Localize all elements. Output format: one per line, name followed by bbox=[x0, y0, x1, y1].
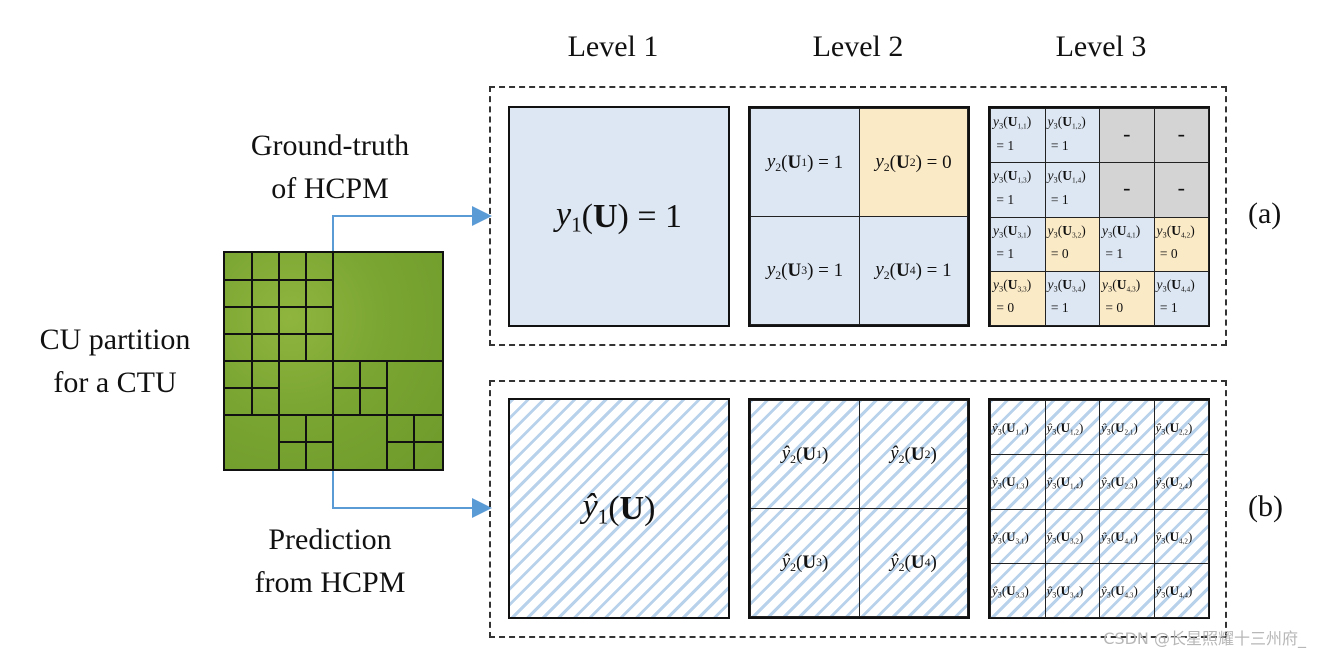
level-3-header: Level 3 bbox=[1055, 30, 1147, 63]
gt-level3-cell: y3(U1,1) = 1 bbox=[990, 108, 1046, 164]
watermark: CSDN @长星照耀十三州府_ bbox=[1103, 629, 1306, 648]
pred-level3-cell: ŷ3(U4,2) bbox=[1153, 508, 1209, 564]
gt-level3-cell: y3(U1,4) = 1 bbox=[1044, 162, 1100, 218]
gt-level3-cell: y3(U1,2) = 1 bbox=[1044, 108, 1100, 164]
pred-level3-cell: ŷ3(U3,2) bbox=[1044, 508, 1100, 564]
prediction-panel bbox=[489, 380, 1227, 638]
cu-partition-lines bbox=[225, 253, 442, 469]
gt-level3-cell: y3(U3,3) = 0 bbox=[990, 270, 1046, 326]
prediction-label: Prediction from HCPM bbox=[220, 518, 440, 604]
gt-level3-cell: y3(U1,3) = 1 bbox=[990, 162, 1046, 218]
pred-level3-cell: ŷ3(U1,2) bbox=[1044, 400, 1100, 456]
ground-truth-label-line1: Ground-truth bbox=[250, 129, 410, 162]
prediction-label-line1: Prediction bbox=[268, 523, 392, 556]
pred-level3-cell: ŷ3(U3,4) bbox=[1044, 562, 1100, 618]
gt-level3-cell-na: - bbox=[1099, 162, 1155, 218]
gt-level3-cell: y3(U4,2) = 0 bbox=[1153, 216, 1209, 272]
pred-level3-cell: ŷ3(U2,4) bbox=[1153, 454, 1209, 510]
ground-truth-panel bbox=[489, 86, 1227, 346]
ground-truth-label-line2: of HCPM bbox=[271, 172, 389, 205]
pred-level3-cell: ŷ3(U2,3) bbox=[1099, 454, 1155, 510]
cu-partition-label-line1: CU partition bbox=[39, 323, 191, 356]
gt-level3-cell: y3(U4,1) = 1 bbox=[1099, 216, 1155, 272]
pred-level3-cell: ŷ3(U1,3) bbox=[990, 454, 1046, 510]
pred-level1-block: ŷ1(U) bbox=[508, 398, 730, 619]
gt-level3-cell-na: - bbox=[1153, 108, 1209, 164]
level-1-header: Level 1 bbox=[567, 30, 659, 63]
gt-level3-cell: y3(U3,4) = 1 bbox=[1044, 270, 1100, 326]
ctu-image bbox=[223, 251, 444, 471]
pred-level1-yhat: ŷ1 bbox=[582, 487, 609, 529]
prediction-label-line2: from HCPM bbox=[254, 566, 406, 599]
gt-level1-y: y1 bbox=[555, 195, 582, 237]
gt-level3-cell: y3(U4,4) = 1 bbox=[1153, 270, 1209, 326]
pred-level3-cell: ŷ3(U1,4) bbox=[1044, 454, 1100, 510]
pred-level3-cell: ŷ3(U1,1) bbox=[990, 400, 1046, 456]
gt-level1-value: 1 bbox=[665, 197, 683, 235]
pred-level3-cell: ŷ3(U4,3) bbox=[1099, 562, 1155, 618]
pred-level3-cell: ŷ3(U3,1) bbox=[990, 508, 1046, 564]
pred-level3-cell: ŷ3(U2,2) bbox=[1153, 400, 1209, 456]
gt-level3-cell: y3(U4,3) = 0 bbox=[1099, 270, 1155, 326]
gt-level3-cell: y3(U3,1) = 1 bbox=[990, 216, 1046, 272]
level-2-header: Level 2 bbox=[812, 30, 904, 63]
gt-level3-cell-na: - bbox=[1099, 108, 1155, 164]
gt-level3-cell-na: - bbox=[1153, 162, 1209, 218]
ground-truth-arrow bbox=[332, 206, 492, 251]
pred-level3-block: ŷ3(U1,1)ŷ3(U1,2)ŷ3(U2,1)ŷ3(U2,2) ŷ3(U1,3)… bbox=[988, 398, 1210, 619]
pred-level3-cell: ŷ3(U3,3) bbox=[990, 562, 1046, 618]
cu-partition-label-line2: for a CTU bbox=[53, 366, 177, 399]
pred-level3-cell: ŷ3(U2,1) bbox=[1099, 400, 1155, 456]
gt-level1-block: y1(U) = 1 bbox=[508, 106, 730, 327]
pred-level3-cell: ŷ3(U4,1) bbox=[1099, 508, 1155, 564]
prediction-arrow bbox=[332, 471, 492, 518]
ground-truth-label: Ground-truth of HCPM bbox=[220, 124, 440, 210]
panel-b-tag: (b) bbox=[1248, 490, 1283, 523]
gt-level3-cell: y3(U3,2) = 0 bbox=[1044, 216, 1100, 272]
pred-level3-cell: ŷ3(U4,4) bbox=[1153, 562, 1209, 618]
cu-partition-label: CU partition for a CTU bbox=[10, 318, 220, 404]
panel-a-tag: (a) bbox=[1248, 197, 1282, 230]
